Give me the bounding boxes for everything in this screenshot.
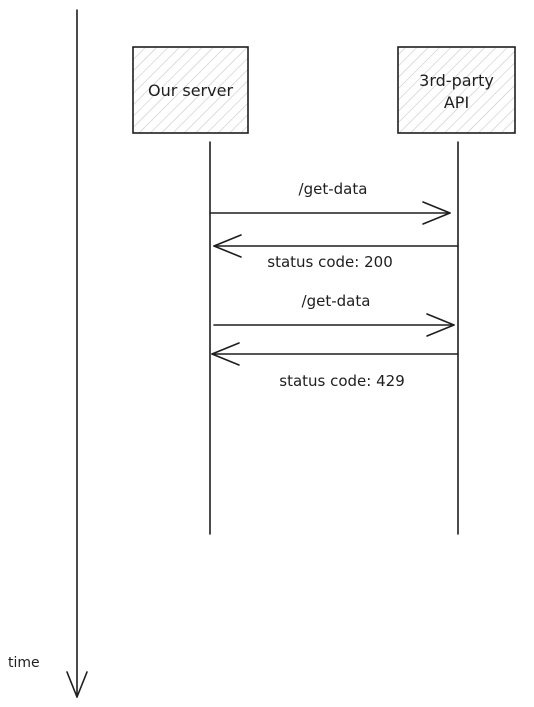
message-arrowhead-3: [426, 313, 455, 337]
message-request-1: /get-data: [209, 180, 451, 225]
participant-third-party-api: 3rd-party API: [397, 46, 516, 535]
time-axis: time: [8, 9, 88, 698]
message-label-4: status code: 429: [279, 372, 405, 390]
participant-label-third-party-api-line-2: API: [444, 93, 469, 112]
message-request-2: /get-data: [213, 292, 455, 337]
message-arrowhead-4: [211, 342, 240, 366]
message-label-1: /get-data: [299, 180, 368, 198]
participant-our-server: Our server: [132, 46, 249, 535]
time-axis-arrowhead: [66, 671, 88, 698]
message-arrowhead-2: [213, 234, 242, 258]
message-label-3: /get-data: [302, 292, 371, 310]
message-response-2: status code: 429: [211, 342, 459, 390]
message-arrowhead-1: [422, 201, 451, 225]
participant-box-our-server: [132, 46, 249, 134]
message-response-1: status code: 200: [213, 234, 459, 271]
participant-label-our-server: Our server: [148, 81, 233, 100]
message-label-2: status code: 200: [267, 253, 393, 271]
participant-label-third-party-api-line-1: 3rd-party: [419, 71, 494, 90]
participant-box-third-party-api: [397, 46, 516, 134]
time-axis-label: time: [8, 655, 40, 671]
